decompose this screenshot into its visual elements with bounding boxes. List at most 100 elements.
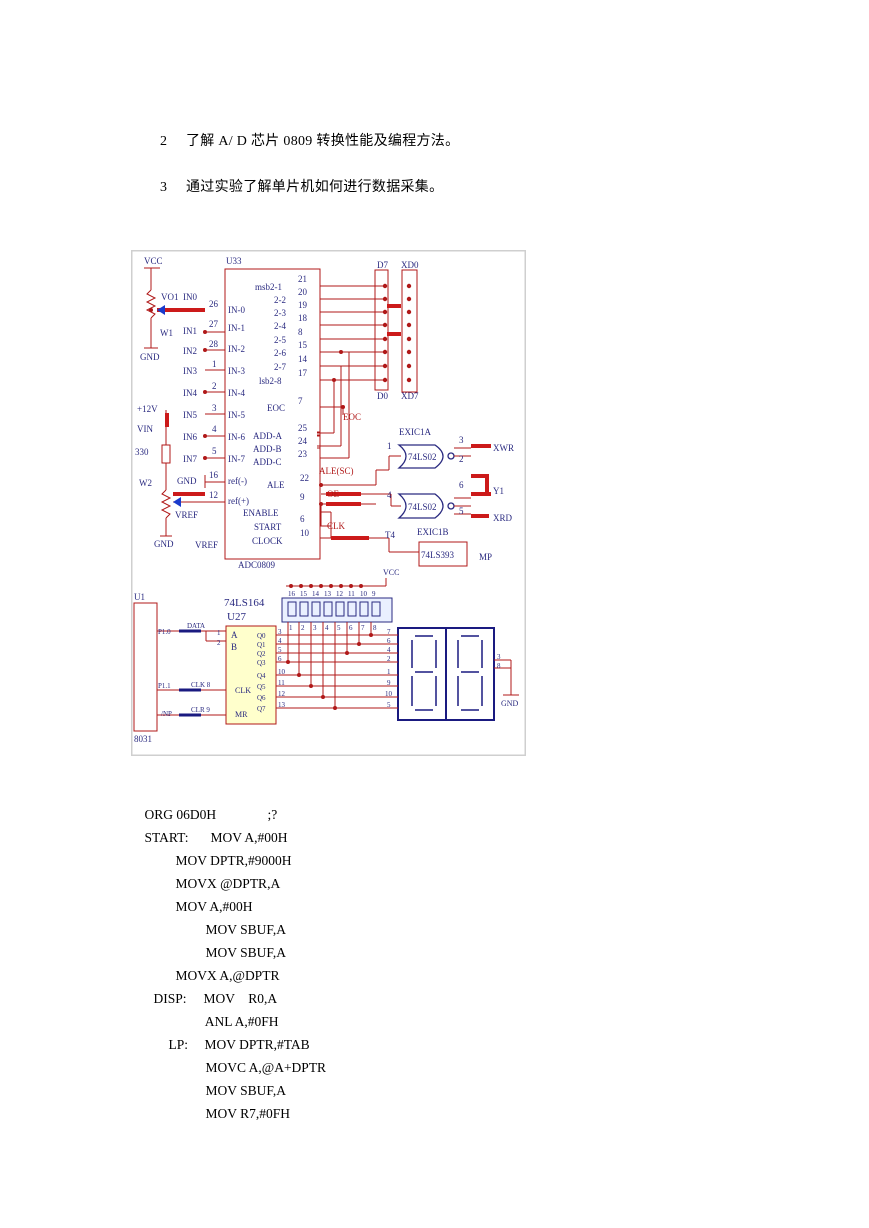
out-pin: 20 (298, 287, 308, 297)
in-label: IN-0 (228, 305, 245, 315)
u33-label: U33 (226, 256, 242, 266)
code-text: MOV R7,#0FH (205, 1106, 291, 1121)
in-net: IN5 (183, 410, 197, 420)
gnd-bottom-label: GND (154, 539, 174, 549)
clk-net: CLK (327, 521, 346, 531)
res-bot-pin: 4 (325, 624, 329, 632)
in-pin: 1 (212, 359, 217, 369)
vin-label: VIN (137, 424, 153, 434)
seg-pin: 9 (387, 679, 391, 687)
mcu-outline (133, 602, 158, 732)
out-label: 2-4 (274, 321, 286, 331)
np-label: /NP (161, 710, 172, 718)
q-label: Q6 (257, 694, 266, 702)
code-line: MOV SBUF,A (192, 1067, 286, 1115)
adda-pin: 24 (298, 436, 308, 446)
seg-pin: 7 (387, 628, 391, 636)
q-pin: 10 (278, 668, 286, 676)
counter-chip-outline (418, 541, 468, 567)
q-label: Q1 (257, 641, 266, 649)
res-bot-pin: 5 (337, 624, 341, 632)
in-label: IN-3 (228, 366, 245, 376)
code-text: MOV A,#00H (210, 830, 288, 845)
res-top-pin: 12 (336, 590, 344, 598)
gnd-ref-label: GND (177, 476, 197, 486)
code-line: START: (131, 814, 189, 862)
start-pin: 6 (300, 514, 305, 524)
vref-label-bottom: VREF (195, 540, 218, 550)
code-text: MOV R0,A (203, 991, 278, 1006)
code-line: MOV DPTR,#9000H (162, 837, 292, 885)
circuit-diagram: VCC VO1 IN0 W1 GND U33 ADC0809 IN-0 IN-1… (131, 250, 526, 756)
enable-pin: 9 (300, 492, 305, 502)
out-label: 2-7 (274, 362, 286, 372)
gate-pin: 2 (459, 454, 464, 464)
objective-number: 2 (160, 134, 168, 149)
code-text: ANL A,#0FH (204, 1014, 279, 1029)
gnd2-label: GND (501, 699, 519, 708)
vref-label: VREF (175, 510, 198, 520)
exic1b-label: EXIC1B (417, 527, 449, 537)
eoc-net: EOC (343, 412, 361, 422)
out-pin: 18 (298, 313, 308, 323)
in-net: IN2 (183, 346, 197, 356)
u27-label: U27 (227, 611, 246, 623)
out-pin: 8 (298, 327, 303, 337)
mp-label: MP (479, 552, 492, 562)
objective-2: 2 了解 A/ D 芯片 0809 转换性能及编程方法。 (160, 130, 459, 150)
adda-pin: 25 (298, 423, 308, 433)
d7-label: D7 (377, 260, 388, 270)
in-net: IN3 (183, 366, 197, 376)
code-text: MOV A,#00H (175, 899, 253, 914)
in-label: IN-5 (228, 410, 245, 420)
vcc2-label: VCC (383, 568, 399, 577)
plus12v-label: +12V (137, 404, 158, 414)
code-line: DISP: (140, 975, 187, 1023)
ab-pin: 2 (217, 639, 221, 647)
code-line: ;? (254, 791, 278, 839)
in-pin: 3 (212, 403, 217, 413)
res-bot-pin: 7 (361, 624, 365, 632)
code-text: MOVC A,@A+DPTR (205, 1060, 327, 1075)
mcu-label: 8031 (134, 734, 152, 744)
objective-text: 通过实验了解单片机如何进行数据采集。 (186, 180, 444, 195)
res-bot-pin: 8 (373, 624, 377, 632)
objective-text: 了解 A/ D 芯片 0809 转换性能及编程方法。 (186, 134, 460, 149)
xd7-label: XD7 (401, 391, 419, 401)
r330-label: 330 (135, 447, 149, 457)
code-label: START: (144, 830, 189, 845)
gate-pin: 4 (387, 490, 392, 500)
clock-label: CLOCK (252, 536, 283, 546)
code-line: MOVX @DPTR,A (162, 860, 281, 908)
q-pin: 13 (278, 701, 286, 709)
in-pin: 5 (212, 446, 217, 456)
w2-label: W2 (139, 478, 152, 488)
chip-a: A (231, 630, 238, 640)
shift-register-outline (225, 625, 277, 725)
vo1-label: VO1 (161, 292, 179, 302)
q-pin: 6 (278, 655, 282, 663)
in-label: IN-1 (228, 323, 245, 333)
res-bot-pin: 1 (289, 624, 293, 632)
in-pin: 26 (209, 299, 219, 309)
adda-pin: 23 (298, 449, 308, 459)
code-text: MOVX @DPTR,A (175, 876, 281, 891)
y1-label: Y1 (493, 486, 504, 496)
exic1a-label: EXIC1A (399, 427, 431, 437)
gate-label: 74LS02 (408, 452, 437, 462)
out-label: 2-5 (274, 335, 286, 345)
seg-pin: 1 (387, 668, 391, 676)
seg-pin: 6 (387, 637, 391, 645)
adda-label: ADD-C (253, 457, 282, 467)
ls393-label: 74LS393 (421, 550, 455, 560)
oe-net: OE (327, 489, 339, 499)
q-pin: 4 (278, 637, 282, 645)
in-net: IN6 (183, 432, 197, 442)
seg-pin: 5 (387, 701, 391, 709)
q-pin: 3 (278, 628, 282, 636)
q-label: Q7 (257, 705, 266, 713)
code-line: MOV SBUF,A (192, 929, 286, 977)
in-net: IN4 (183, 388, 197, 398)
res-bot-pin: 3 (313, 624, 317, 632)
